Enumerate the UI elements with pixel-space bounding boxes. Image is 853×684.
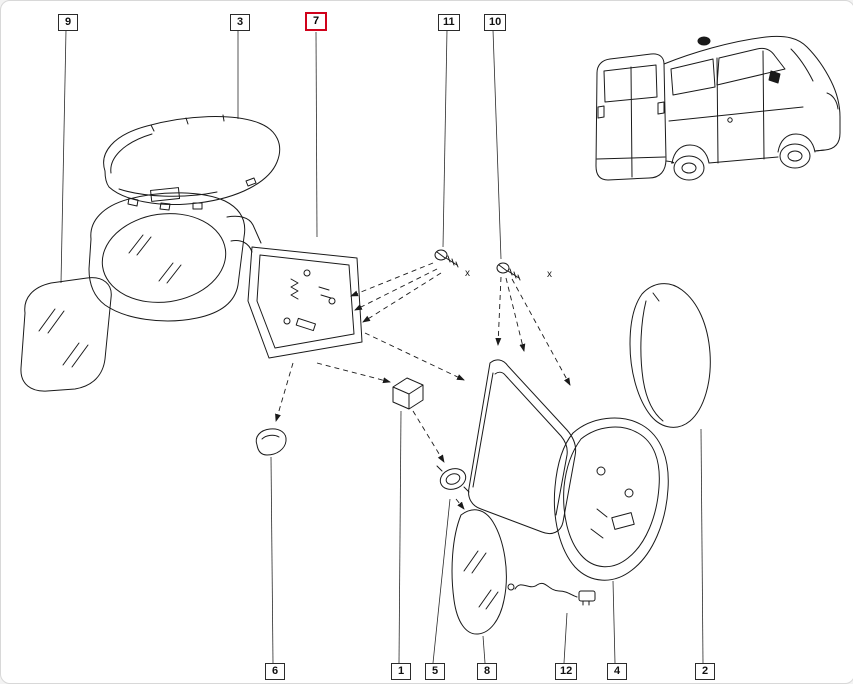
- callout-9[interactable]: 9: [58, 14, 78, 31]
- clip-part: [255, 428, 287, 456]
- screw-part-11: [434, 249, 459, 268]
- relay-part: [392, 377, 424, 410]
- callout-12[interactable]: 12: [555, 663, 578, 680]
- callout-1[interactable]: 1: [391, 663, 411, 680]
- screw-part-10: [496, 262, 521, 281]
- callout-2[interactable]: 2: [695, 663, 715, 680]
- door-mirror-on-vehicle: [768, 70, 781, 84]
- screw-mark-right: x: [547, 269, 552, 280]
- mirror-assembly-part: [88, 187, 262, 322]
- callout-6[interactable]: 6: [265, 663, 285, 680]
- corner-trim-panel: [468, 359, 577, 535]
- mirror-base-plate: [247, 246, 363, 359]
- callout-7-highlighted[interactable]: 7: [305, 12, 327, 31]
- roof-detail: [697, 36, 711, 46]
- mirror-cap-part: [103, 114, 281, 211]
- callout-4[interactable]: 4: [607, 663, 627, 680]
- vehicle-thumbnail: [595, 35, 841, 181]
- leader-lines: [60, 29, 704, 664]
- grommet-part: [436, 465, 470, 493]
- callout-3[interactable]: 3: [230, 14, 250, 31]
- callout-10[interactable]: 10: [484, 14, 507, 31]
- corner-glass-part: [451, 509, 507, 635]
- callout-5[interactable]: 5: [425, 663, 445, 680]
- screw-mark-left: x: [465, 268, 470, 279]
- mirror-glass-part: [20, 277, 112, 392]
- mirror-shell-part: [629, 283, 711, 428]
- callout-11[interactable]: 11: [438, 14, 460, 31]
- callout-8[interactable]: 8: [477, 663, 497, 680]
- assembly-arrows: [275, 262, 571, 510]
- mirror-housing-part: [553, 417, 669, 581]
- wiring-harness-part: [507, 582, 596, 606]
